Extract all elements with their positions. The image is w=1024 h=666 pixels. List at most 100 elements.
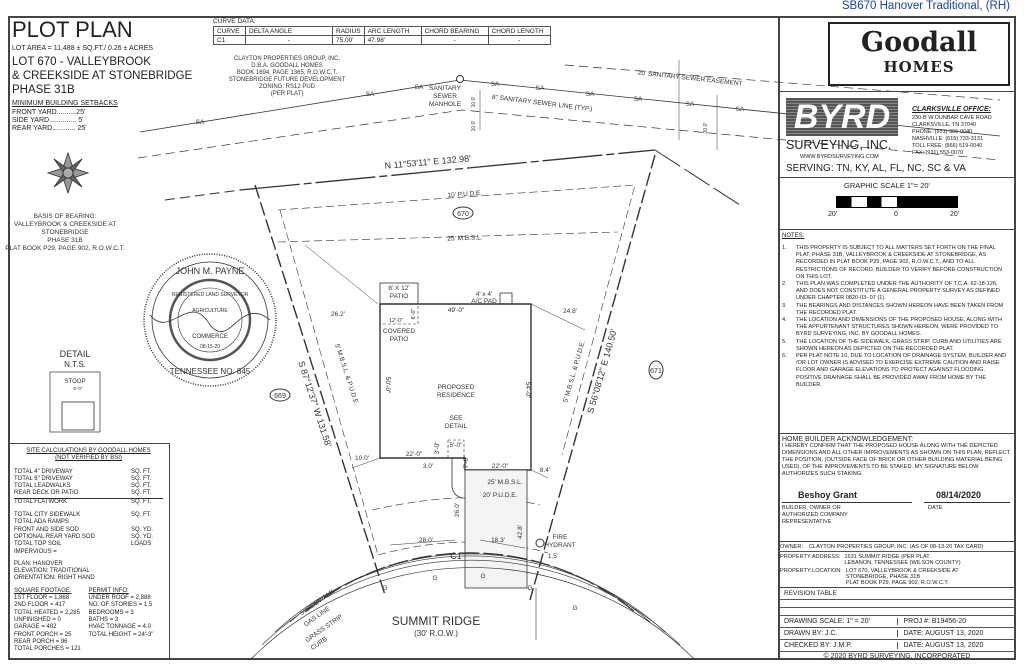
property-info: OWNER:CLAYTON PROPERTIES GROUP, INC. (AS…	[778, 541, 1016, 587]
svg-text:CLAYTON PROPERTIES GROUP, INC.: CLAYTON PROPERTIES GROUP, INC.	[234, 56, 341, 62]
svg-text:10.0': 10.0'	[355, 455, 369, 462]
leadwalk	[451, 458, 465, 499]
adjacent-lot-number: 671	[650, 368, 662, 375]
builder-acknowledgement: HOME BUILDER ACKNOWLEDGEMENT: I HEREBY C…	[778, 433, 1016, 541]
svg-text:COMMERCE: COMMERCE	[192, 334, 228, 340]
rear-pude-line	[277, 184, 636, 456]
sheet-border	[8, 16, 1016, 660]
lot-description: LOT 670 - VALLEYBROOK & CREEKSIDE AT STO…	[12, 56, 193, 96]
lot-number: 670	[457, 211, 469, 218]
svg-text:1.5': 1.5'	[548, 553, 558, 560]
svg-text:25' M.B.S.L.: 25' M.B.S.L.	[487, 479, 522, 486]
svg-text:DETAIL: DETAIL	[60, 349, 91, 359]
svg-text:BASIS OF BEARING:: BASIS OF BEARING:	[34, 213, 97, 220]
sewer-manhole-icon	[456, 75, 464, 83]
svg-text:26.0': 26.0'	[454, 503, 461, 517]
svg-text:ZONING: RS12 PUD: ZONING: RS12 PUD	[259, 84, 316, 90]
adjacent-lot-line	[654, 149, 741, 206]
svg-text:MANHOLE: MANHOLE	[429, 101, 462, 108]
easement-label: 20' SANITARY SEWER EASEMENT	[637, 70, 742, 88]
calc-row: TOTAL ADA RAMPS	[14, 519, 69, 526]
svg-text:RESIDENCE: RESIDENCE	[437, 392, 476, 399]
permit-item: BATHS = 3	[88, 616, 119, 623]
surveyor-block: BYRD SURVEYING, INC. WWW.BYRDSURVEYING.C…	[778, 91, 1016, 177]
svg-text:20' P.U.D.E.: 20' P.U.D.E.	[483, 492, 518, 499]
permit-item: UNDER ROOF = 2,888	[88, 595, 151, 602]
sqft-item: 2ND FLOOR = 417	[14, 602, 66, 609]
svg-text:N.T.S.: N.T.S.	[64, 360, 86, 369]
svg-text:20.0': 20.0'	[703, 123, 709, 134]
svg-text:VALLEYBROOK & CREEKSIDE AT: VALLEYBROOK & CREEKSIDE AT	[14, 221, 116, 228]
note-item: 6.PER PLAT NOTE 10, DUE TO LOCATION OF D…	[782, 353, 1007, 388]
svg-text:COVERED: COVERED	[383, 328, 415, 335]
svg-text:5' M.B.S.L. & P.U.D.E.: 5' M.B.S.L. & P.U.D.E.	[562, 340, 586, 404]
sqft-item: REAR PORCH = 96	[14, 638, 68, 645]
covered-patio	[379, 303, 419, 325]
svg-text:22'-0": 22'-0"	[492, 463, 509, 470]
svg-text:26.2': 26.2'	[331, 311, 345, 318]
svg-text:SEWER: SEWER	[433, 93, 457, 100]
curb-line	[249, 567, 696, 661]
note-item: 4.THE LOCATION AND DIMENSIONS OF THE PRO…	[782, 317, 1002, 338]
svg-text:A/C PAD: A/C PAD	[471, 298, 497, 305]
svg-text:24.8': 24.8'	[563, 308, 577, 315]
front-property-line	[304, 552, 636, 613]
calc-row: IMPERVIOUS =	[14, 548, 57, 555]
surveyor-seal	[143, 253, 277, 387]
title-block-left: PLOT PLAN LOT AREA = 11,488 ± SQ.FT./ 0.…	[12, 18, 192, 133]
sqft-item: TOTAL PORCHES = 121	[14, 646, 81, 653]
signer-signature: Beshoy Grant	[798, 490, 858, 500]
goodall-homes-logo: Goodall HOMES	[828, 22, 1010, 86]
svg-text:3'-0": 3'-0"	[434, 441, 441, 455]
scale-bar	[836, 196, 958, 208]
svg-text:SEE: SEE	[449, 415, 463, 422]
svg-text:54'-0": 54'-0"	[524, 382, 531, 399]
office-contact-line: FAX: (931) 553-0070	[912, 150, 964, 156]
sa-label: SA	[491, 81, 500, 88]
svg-text:10.0': 10.0'	[471, 121, 477, 132]
note-item: 3.THE BEARINGS AND DISTANCES SHOWN HEREO…	[782, 302, 1004, 316]
document-tag: SB670 Hanover Traditional, (RH)	[841, 0, 1010, 12]
stoop-detail-box	[49, 371, 101, 433]
svg-text:(PER PLAT): (PER PLAT)	[271, 91, 304, 97]
sa-label: SA	[366, 91, 375, 98]
sa-label: SA	[536, 85, 545, 92]
sqft-item: 1ST FLOOR = 1,868	[14, 595, 70, 602]
office-contact-line: PHONE: (931) 906-0040	[912, 129, 973, 135]
office-contact-line: NASHVILLE: (615) 733-3131	[912, 136, 983, 142]
svg-text:28.0': 28.0'	[419, 537, 433, 544]
svg-text:PLAT BOOK P29, PAGE 902, R.O.W: PLAT BOOK P29, PAGE 902, R.O.W.C.T.	[5, 245, 125, 252]
proposed-residence	[379, 303, 532, 471]
svg-text:AGRICULTURE: AGRICULTURE	[192, 308, 228, 314]
svg-text:TENNESSEE NO. 845: TENNESSEE NO. 845	[170, 367, 251, 376]
svg-text:4' x 4': 4' x 4'	[476, 291, 493, 298]
permit-item: HVAC TONNAGE = 4.0	[88, 624, 152, 631]
sewer-line-label: 8" SANITARY SEWER LINE (TYP.)	[492, 94, 593, 113]
svg-text:3.0': 3.0'	[423, 463, 433, 470]
svg-text:PATIO: PATIO	[390, 336, 409, 343]
office-contact-line: TOLL FREE: (866) 519-0040	[912, 143, 983, 149]
graphic-scale: GRAPHIC SCALE 1"= 20' 20' 0 20'	[778, 177, 1016, 229]
svg-text:STOOP: STOOP	[65, 379, 86, 385]
svg-text:22'-0": 22'-0"	[406, 451, 423, 458]
svg-text:18.3': 18.3'	[491, 537, 505, 544]
street-name: SUMMIT RIDGE	[392, 614, 480, 628]
curve-label: C1	[450, 551, 462, 561]
svg-text:STONEBRIDGE FUTURE DEVELOPMENT: STONEBRIDGE FUTURE DEVELOPMENT	[229, 77, 346, 83]
gas-line	[274, 555, 666, 633]
patio-depth-dimension: 8'-0"	[411, 308, 417, 319]
svg-text:49'-0": 49'-0"	[448, 307, 465, 314]
sqft-item: UNFINISHED = 0	[14, 616, 61, 623]
svg-text:FIRE: FIRE	[553, 534, 568, 541]
grass-strip-line	[261, 560, 681, 646]
svg-text:D.B.A. GOODALL HOMES: D.B.A. GOODALL HOMES	[251, 63, 322, 69]
